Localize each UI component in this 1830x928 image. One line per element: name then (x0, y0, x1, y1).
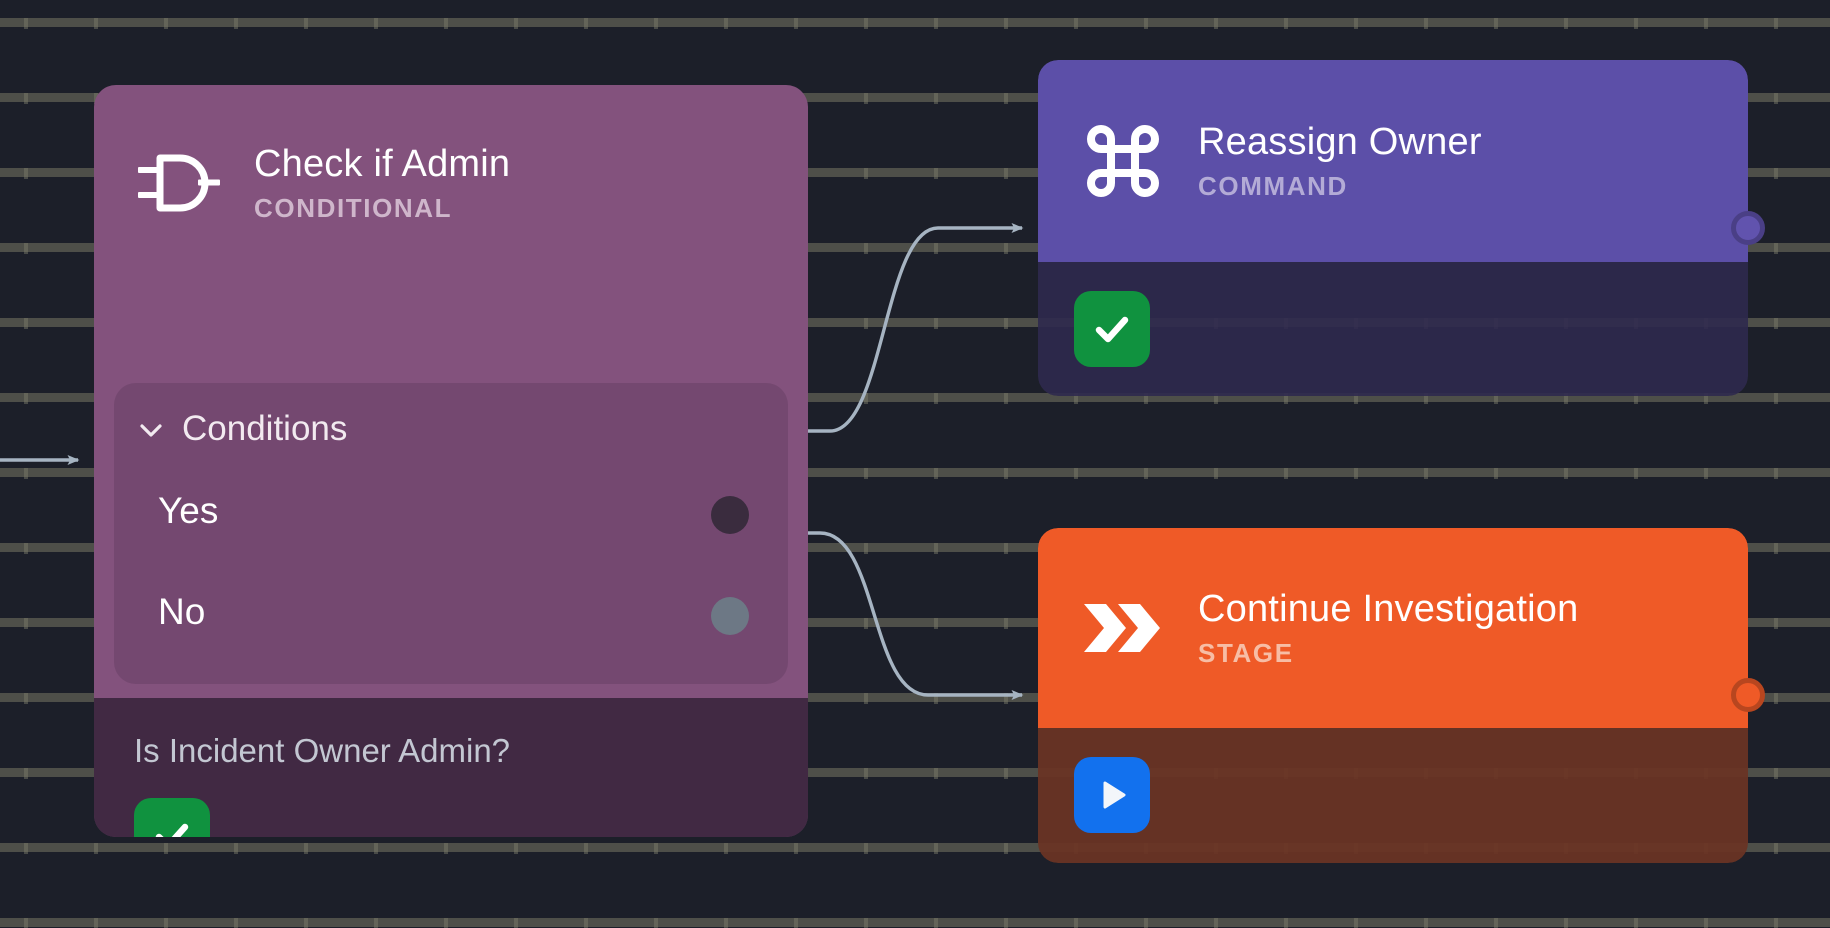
node-title: Continue Investigation (1198, 588, 1579, 631)
conditional-footer: Is Incident Owner Admin? (94, 698, 808, 837)
command-body (1038, 262, 1748, 396)
node-type-label: COMMAND (1198, 170, 1348, 201)
node-check-if-admin[interactable]: Check if Admin CONDITIONAL Conditions Ye… (94, 85, 808, 837)
logic-gate-icon (136, 140, 222, 226)
node-title: Check if Admin (254, 143, 511, 186)
node-type-label: STAGE (1198, 637, 1294, 668)
conditional-header: Check if Admin CONDITIONAL (94, 85, 808, 281)
double-chevron-icon (1080, 585, 1166, 671)
conditional-description: Is Incident Owner Admin? (134, 732, 511, 769)
conditions-label: Conditions (182, 409, 348, 448)
command-title-block: Reassign Owner COMMAND (1198, 120, 1482, 202)
stage-header: Continue Investigation STAGE (1038, 528, 1748, 728)
command-icon (1080, 118, 1166, 204)
status-badge-check[interactable] (1074, 291, 1150, 367)
node-title: Reassign Owner (1198, 121, 1482, 164)
output-port-command[interactable] (1731, 211, 1765, 245)
conditions-panel[interactable]: Conditions Yes No (114, 383, 788, 684)
output-port-stage[interactable] (1731, 678, 1765, 712)
status-badge-check[interactable] (134, 798, 210, 837)
chevron-down-icon (136, 414, 166, 444)
branch-label-yes: Yes (158, 490, 219, 531)
status-badge-play[interactable] (1074, 757, 1150, 833)
output-port-no[interactable] (711, 597, 749, 635)
stage-body (1038, 728, 1748, 863)
command-header: Reassign Owner COMMAND (1038, 60, 1748, 262)
conditions-section-toggle[interactable]: Conditions (114, 383, 788, 449)
node-type-label: CONDITIONAL (254, 192, 453, 223)
output-port-yes[interactable] (711, 496, 749, 534)
node-reassign-owner[interactable]: Reassign Owner COMMAND (1038, 60, 1748, 396)
conditional-title-block: Check if Admin CONDITIONAL (254, 142, 510, 224)
branch-label-no: No (158, 591, 206, 632)
node-continue-investigation[interactable]: Continue Investigation STAGE (1038, 528, 1748, 863)
stage-title-block: Continue Investigation STAGE (1198, 587, 1578, 669)
